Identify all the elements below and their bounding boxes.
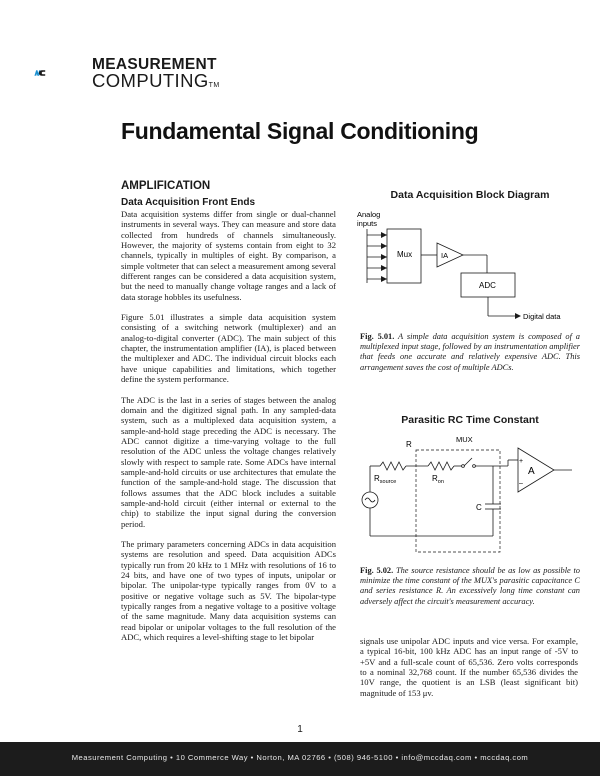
footer-bar [0, 742, 600, 776]
figure-1-title: Data Acquisition Block Diagram [390, 189, 550, 201]
label-ron-sub: on [438, 479, 444, 485]
figure-1-caption: Fig. 5.01. A simple data acquisition sys… [360, 332, 580, 373]
figure-1-caption-text: A simple data acquisition system is comp… [360, 332, 580, 372]
label-analog-inputs-2: inputs [357, 219, 377, 228]
paragraph-1: Data acquisition systems differ from sin… [121, 209, 336, 302]
label-ia: IA [441, 251, 448, 260]
label-ron-main: R [432, 474, 438, 483]
figure-2-caption-text: The source resistance should be as low a… [360, 566, 580, 606]
company-logo [34, 70, 46, 76]
mux-dashed-boundary [415, 449, 501, 553]
page-title: Fundamental Signal Conditioning [121, 118, 479, 144]
label-plus: + [519, 458, 523, 465]
trademark-mark: TM [208, 82, 220, 89]
digital-arrow-icon [515, 313, 521, 319]
section-heading: AMPLIFICATION [121, 180, 211, 192]
subsection-heading: Data Acquisition Front Ends [121, 197, 256, 208]
paragraph-3: The ADC is the last in a series of stage… [121, 394, 336, 529]
logo-text-computing-word: COMPUTING [92, 70, 209, 91]
left-column: AMPLIFICATION Data Acquisition Front End… [121, 180, 336, 652]
label-mux: Mux [397, 250, 412, 259]
logo-mark-icon [34, 70, 46, 76]
paragraph-4: The primary parameters concerning ADCs i… [121, 538, 336, 643]
footer-contact: Measurement Computing • 10 Commerce Way … [71, 753, 529, 762]
label-ron: Ron [432, 474, 444, 485]
label-digital-data: Digital data [523, 312, 561, 321]
logo-text-computing: COMPUTINGTM [92, 70, 220, 92]
figure-2-caption: Fig. 5.02. The source resistance should … [360, 566, 580, 607]
logo-text-measurement: MEASUREMENT [92, 56, 217, 73]
paragraph-continuation: signals use unipolar ADC inputs and vice… [360, 636, 578, 698]
figure-2-label: Fig. 5.02. [360, 566, 394, 575]
label-adc: ADC [479, 281, 496, 290]
figure-2-rc-circuit: R MUX Rsource Ron A + – C [361, 435, 572, 553]
label-rsource: Rsource [374, 474, 396, 485]
figure-1-block-diagram: Analog inputs Mux IA ADC Digital data [357, 210, 561, 321]
label-rsource-sub: source [380, 479, 397, 485]
label-minus: – [519, 480, 523, 487]
label-r: R [406, 440, 412, 449]
label-rsource-main: R [374, 474, 380, 483]
label-mux-2: MUX [456, 435, 473, 444]
figure-2-title: Parasitic RC Time Constant [401, 414, 539, 426]
page-number: 1 [297, 724, 303, 735]
paragraph-2: Figure 5.01 illustrates a simple data ac… [121, 312, 336, 385]
label-analog-inputs-1: Analog [357, 210, 380, 219]
label-c: C [476, 503, 482, 512]
figure-1-label: Fig. 5.01. [360, 332, 395, 341]
label-amplifier: A [528, 466, 535, 477]
